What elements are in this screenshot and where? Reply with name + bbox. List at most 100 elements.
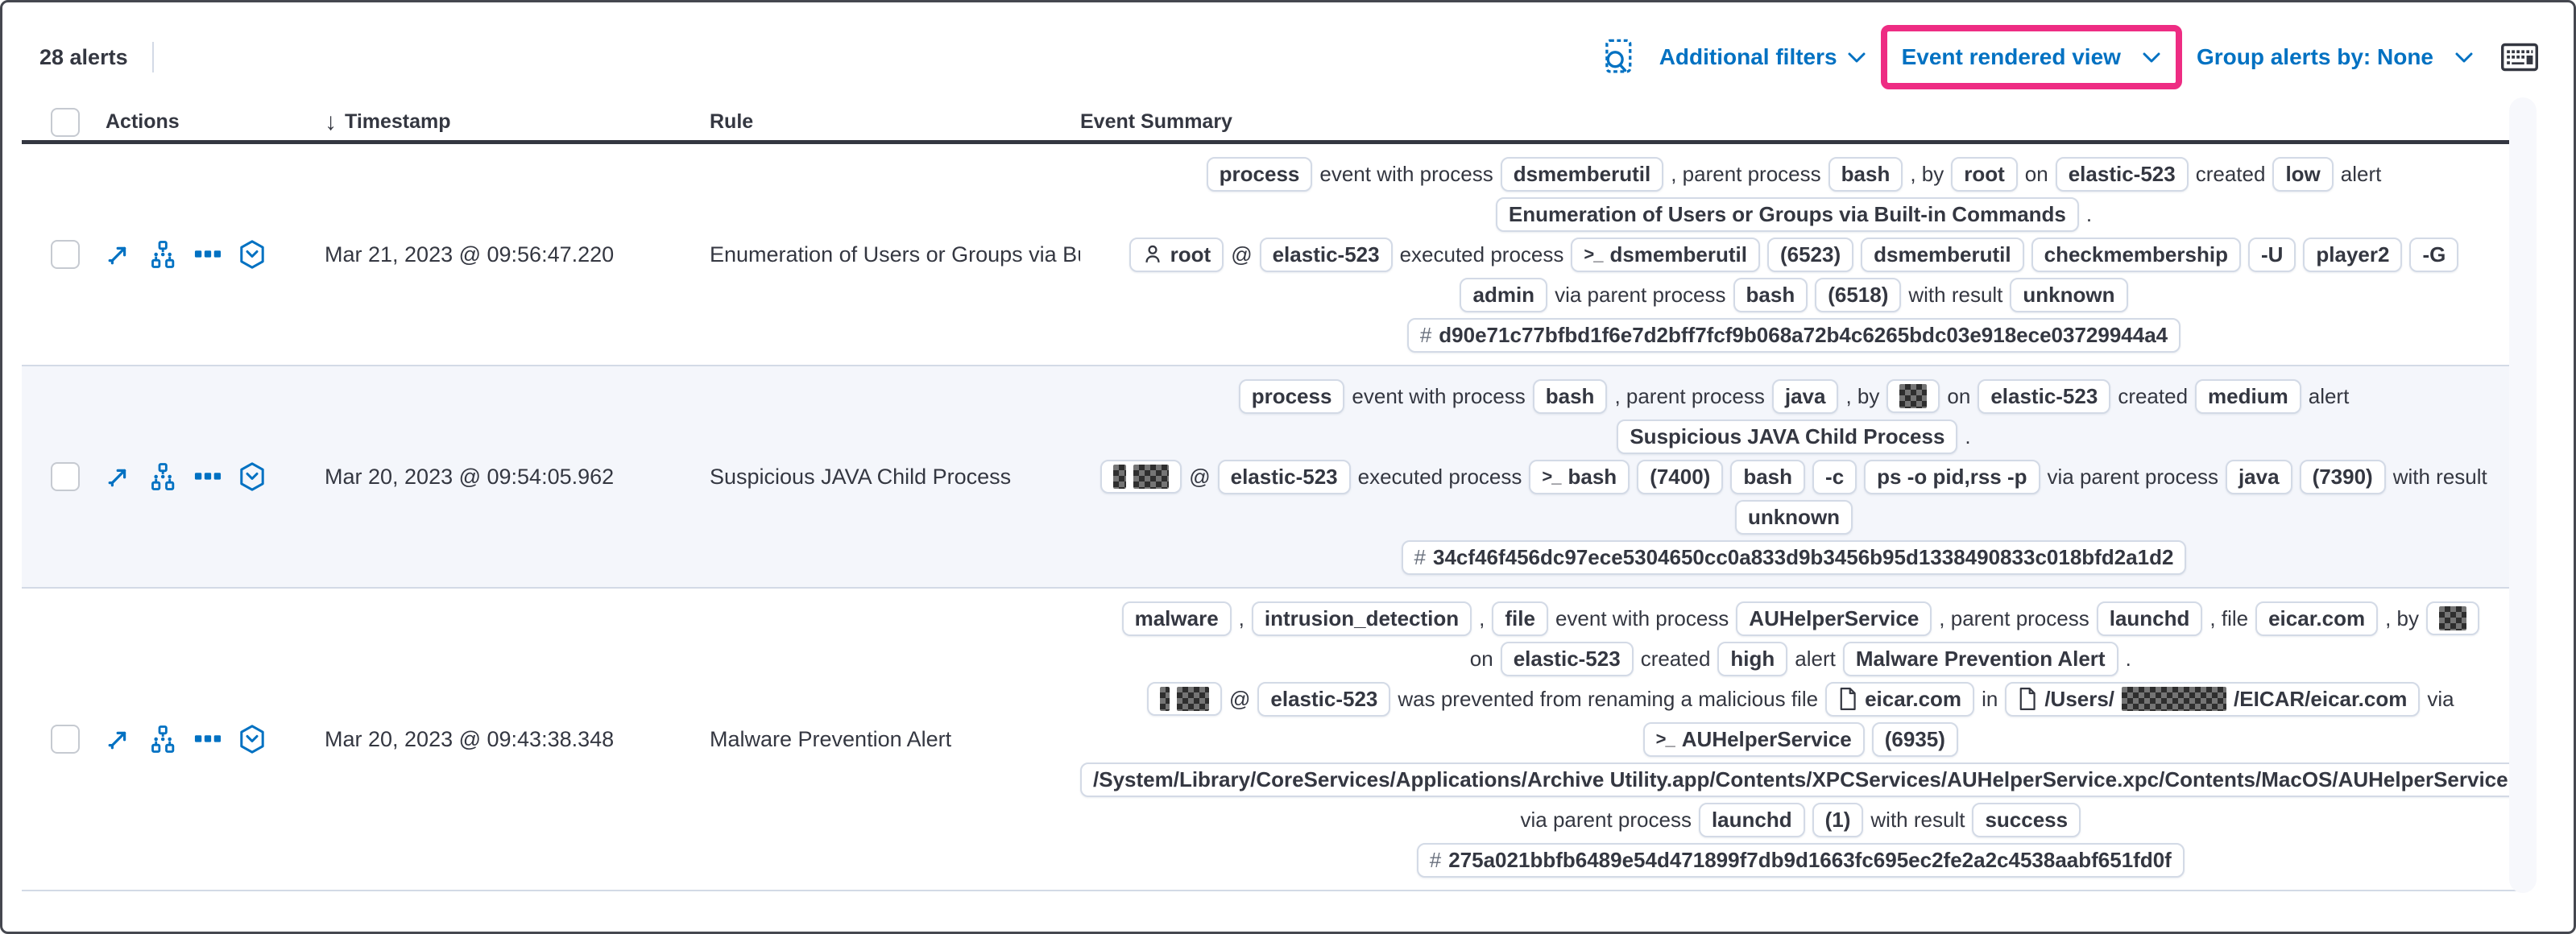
chevron-down-icon [2142,52,2161,64]
field-badge[interactable]: bash [1532,378,1608,414]
field-badge[interactable]: eicar.com [1825,681,1975,717]
field-badge[interactable] [1886,379,1940,413]
row-checkbox[interactable] [51,462,80,491]
field-badge[interactable]: (1) [1812,802,1864,837]
rule-cell: Malware Prevention Alert [710,726,952,751]
field-badge[interactable]: medium [2195,378,2301,414]
field-badge[interactable]: Malware Prevention Alert [1842,641,2118,676]
field-badge[interactable]: process [1238,378,1345,414]
connector-text: , file [2209,605,2249,630]
column-header-timestamp[interactable]: ↓ Timestamp [325,108,451,135]
field-badge[interactable]: #275a021bbfb6489e54d471899f7db9d1663fc69… [1416,842,2185,878]
field-badge[interactable]: AUHelperService [1736,601,1932,636]
field-badge[interactable]: bash [1730,459,1806,494]
field-badge[interactable]: launchd [2096,601,2203,636]
field-badge[interactable]: intrusion_detection [1251,601,1472,636]
field-badge[interactable]: launchd [1698,802,1805,837]
field-badge[interactable]: malware [1121,601,1232,636]
more-actions-button[interactable] [194,734,222,745]
field-badge[interactable] [2426,601,2479,635]
field-badge[interactable]: #34cf46f456dc97ece5304650cc0a833d9b3456b… [1401,539,2187,575]
field-badge[interactable]: elastic-523 [2055,156,2189,192]
additional-filters-button[interactable]: Additional filters [1659,44,1866,70]
field-badge[interactable] [1100,460,1182,494]
field-badge[interactable]: >_bash [1529,459,1630,494]
connector-text: , [1479,605,1485,630]
field-badge[interactable]: (6518) [1815,277,1902,312]
group-alerts-label: Group alerts by: None [2196,44,2433,69]
field-badge[interactable]: (6523) [1766,237,1854,272]
select-all-checkbox[interactable] [51,107,80,137]
session-view-button[interactable] [239,725,265,754]
vertical-scrollbar[interactable] [2509,97,2537,893]
expand-alert-button[interactable] [106,726,131,752]
field-badge[interactable]: bash [1733,277,1808,312]
analyze-event-button[interactable] [149,725,176,753]
rule-cell: Suspicious JAVA Child Process [710,464,1012,489]
more-actions-button[interactable] [194,249,222,260]
expand-alert-button[interactable] [106,464,131,490]
field-badge[interactable]: unknown [2010,277,2128,312]
connector-text: alert [2308,383,2350,408]
field-badge[interactable]: java [1771,378,1839,414]
field-badge[interactable]: Enumeration of Users or Groups via Built… [1495,196,2079,232]
summary-line: unknown [1080,498,2508,535]
connector-text: , parent process [1671,161,1821,186]
field-badge[interactable]: high [1717,641,1788,676]
field-badge[interactable]: root [1129,237,1224,272]
field-badge[interactable]: ps -o pid,rss -p [1864,459,2040,494]
field-badge[interactable]: eicar.com [2255,601,2379,636]
field-badge[interactable]: Suspicious JAVA Child Process [1617,419,1958,454]
group-alerts-button[interactable]: Group alerts by: None [2197,44,2474,70]
session-view-button[interactable] [239,240,265,269]
field-badge[interactable]: >_dsmemberutil [1571,237,1760,272]
keyboard-shortcuts-button[interactable] [2501,43,2538,72]
field-badge[interactable]: (7400) [1637,459,1724,494]
field-badge[interactable]: #d90e71c77bfbd1f6e7d2bff7fcf9b068a72b4c6… [1406,317,2181,353]
expand-alert-button[interactable] [106,242,131,267]
field-badge[interactable]: unknown [1734,499,1853,535]
view-selector-button[interactable]: Event rendered view [1902,44,2161,70]
field-badge[interactable]: >_AUHelperService [1642,721,1865,757]
field-badge[interactable]: /Users//EICAR/eicar.com [2005,681,2421,717]
field-badge[interactable]: elastic-523 [1257,681,1391,717]
field-badge[interactable]: low [2272,156,2334,192]
field-badge[interactable]: dsmemberutil [1861,237,2024,272]
field-badge[interactable]: player2 [2303,237,2403,272]
more-actions-button[interactable] [194,471,222,482]
connector-text: , parent process [1614,383,1765,408]
row-checkbox[interactable] [51,240,80,269]
field-badge[interactable]: process [1206,156,1313,192]
field-badge[interactable]: java [2225,459,2292,494]
field-badge[interactable]: -G [2409,237,2459,272]
row-checkbox[interactable] [51,725,80,754]
field-badge[interactable]: (6935) [1871,721,1958,757]
field-badge[interactable]: -U [2247,237,2296,272]
field-badge[interactable]: success [1972,802,2081,837]
field-badge[interactable]: checkmembership [2031,237,2241,272]
inspect-button[interactable] [1601,38,1637,76]
field-badge[interactable]: /System/Library/CoreServices/Application… [1080,762,2521,797]
field-badge[interactable]: elastic-523 [1217,459,1351,494]
field-badge[interactable]: admin [1460,277,1548,312]
analyze-event-button[interactable] [149,241,176,268]
field-badge[interactable]: elastic-523 [1259,237,1393,272]
field-badge[interactable]: root [1951,156,2018,192]
field-badge[interactable]: elastic-523 [1500,641,1634,676]
analyze-event-button[interactable] [149,463,176,490]
view-selector-highlight: Event rendered view [1880,25,2182,89]
connector-text: via [2427,686,2454,711]
field-badge[interactable]: dsmemberutil [1500,156,1664,192]
redacted-block [1160,687,1170,711]
field-badge[interactable] [1147,682,1222,716]
session-view-button[interactable] [239,462,265,491]
field-badge[interactable]: elastic-523 [1978,378,2111,414]
field-badge[interactable]: -c [1812,459,1857,494]
field-badge[interactable]: file [1492,601,1548,636]
field-badge[interactable]: (7390) [2299,459,2386,494]
field-badge[interactable]: bash [1828,156,1903,192]
